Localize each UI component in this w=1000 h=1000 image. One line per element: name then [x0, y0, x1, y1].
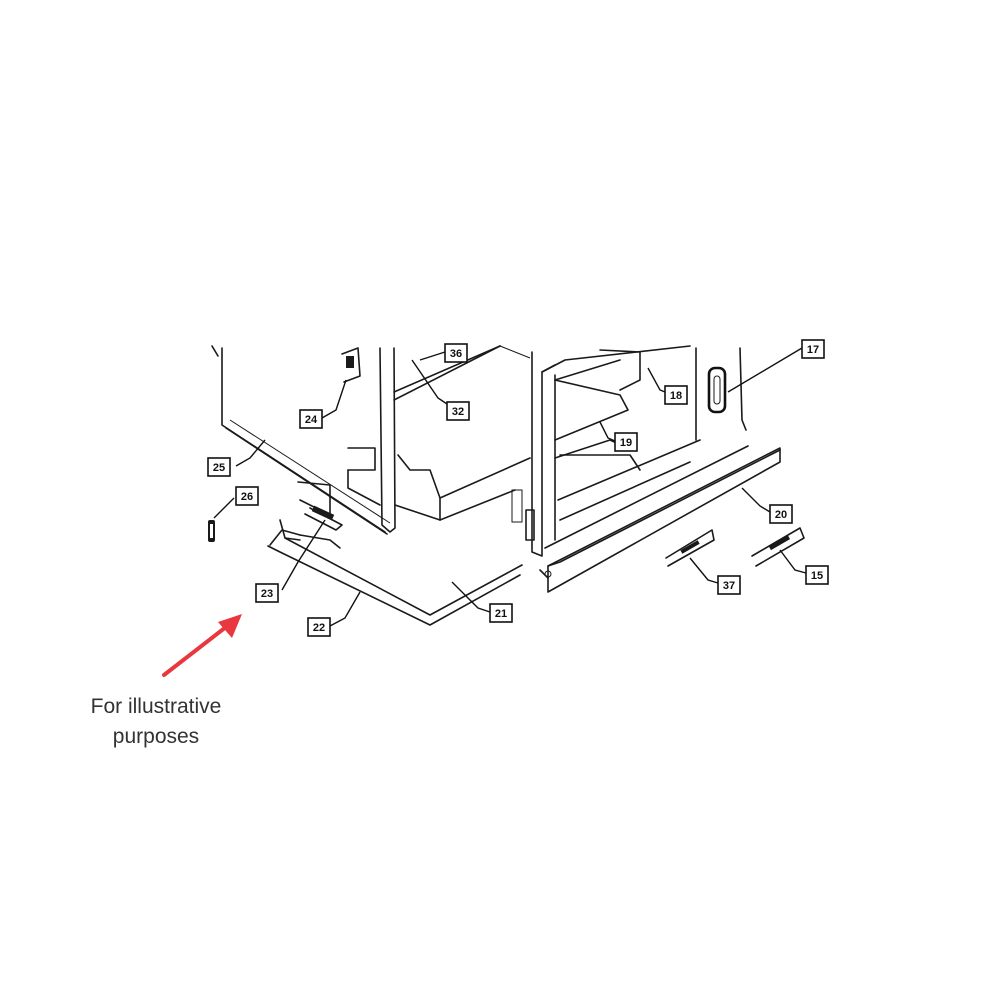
- base-panel-21: [267, 519, 523, 626]
- callout-21: 21: [451, 581, 513, 623]
- callout-24: 24: [299, 379, 347, 429]
- callout-label: 21: [495, 608, 507, 620]
- cabinet-frame: [347, 345, 531, 533]
- callout-label: 20: [775, 509, 787, 521]
- callout-37: 37: [689, 557, 741, 595]
- callout-label: 15: [811, 570, 823, 582]
- callout-label: 32: [452, 406, 464, 418]
- callout-26: 26: [213, 486, 259, 519]
- callout-36: 36: [419, 343, 468, 363]
- callout-20: 20: [741, 487, 793, 524]
- part-23: [297, 481, 343, 531]
- callout-25: 25: [207, 439, 266, 477]
- bracket-15: [751, 527, 805, 567]
- part-26: [208, 520, 215, 542]
- callout-label: 23: [261, 588, 273, 600]
- callout-label: 22: [313, 622, 325, 634]
- kick-plate-20: [539, 447, 781, 593]
- right-side-panel: [695, 347, 747, 441]
- illustrative-caption: For illustrative purposes: [76, 692, 236, 752]
- callout-label: 19: [620, 437, 632, 449]
- door-frame: [511, 345, 749, 557]
- callout-label: 17: [807, 344, 819, 356]
- red-arrow-icon: [162, 614, 242, 677]
- bracket-24: [341, 347, 361, 383]
- callout-label: 25: [213, 462, 225, 474]
- callout-17: 17: [727, 339, 825, 393]
- callout-22: 22: [307, 591, 361, 637]
- callout-23: 23: [255, 519, 326, 603]
- callout-18: 18: [647, 367, 688, 405]
- callout-label: 18: [670, 390, 682, 402]
- callout-label: 37: [723, 580, 735, 592]
- callout-15: 15: [779, 549, 829, 585]
- bracket-37: [665, 529, 715, 567]
- callout-19: 19: [599, 421, 638, 452]
- callout-label: 36: [450, 348, 462, 360]
- callout-label: 26: [241, 491, 253, 503]
- callout-32: 32: [411, 359, 470, 421]
- callout-label: 24: [305, 414, 318, 426]
- caption-line-1: For illustrative: [90, 695, 222, 718]
- caption-line-2: purposes: [112, 725, 200, 748]
